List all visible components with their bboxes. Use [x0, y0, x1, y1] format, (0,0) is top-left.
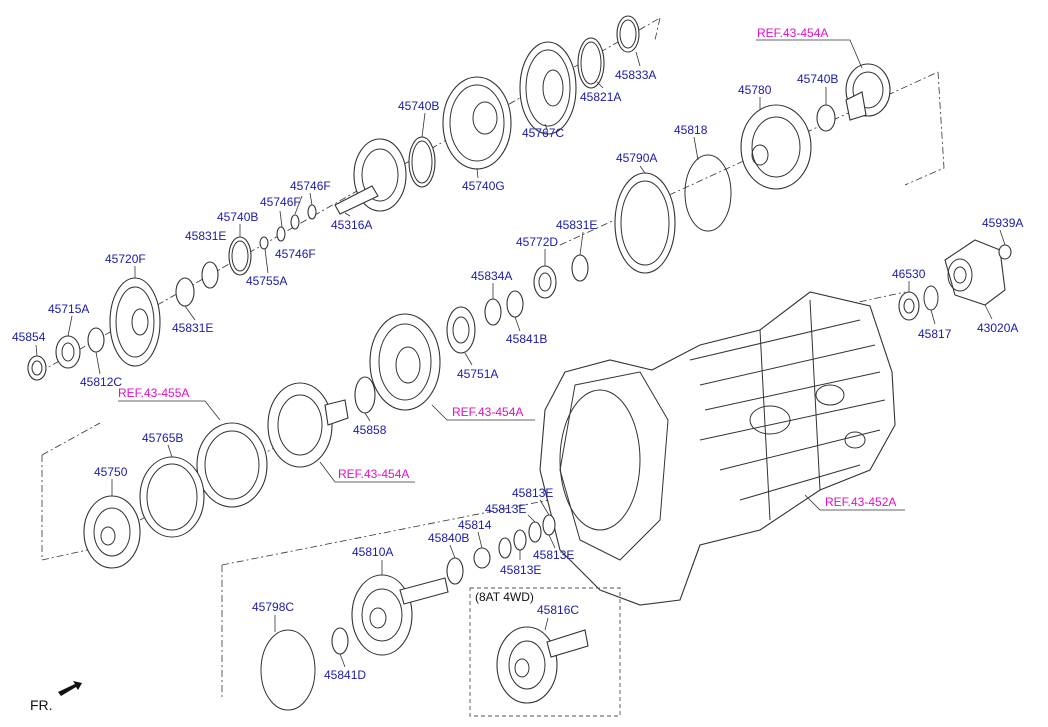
label-45833A: 45833A — [615, 68, 656, 82]
front-arrow-icon — [58, 681, 82, 696]
part-labels: 45833A 45821A 45767C 45740G 45740B 45316… — [12, 68, 1023, 682]
nut-45939A — [998, 244, 1012, 260]
ref-label-center: REF.43-454A — [452, 405, 523, 419]
gear-45751A — [446, 306, 476, 354]
label-45790A: 45790A — [616, 151, 657, 165]
bearing-46530 — [898, 291, 920, 321]
ring-45817 — [923, 285, 939, 311]
ring-45841D — [331, 627, 349, 655]
ring-45840B — [446, 557, 464, 585]
label-45798C: 45798C — [252, 600, 294, 614]
transmission-case — [539, 291, 896, 606]
ring-45740B-right — [816, 104, 836, 132]
label-45813E-4: 45813E — [533, 548, 574, 562]
label-46530: 46530 — [892, 267, 926, 281]
label-45831E-left-bot: 45831E — [172, 321, 213, 335]
variant-note: (8AT 4WD) — [475, 590, 534, 604]
label-45780: 45780 — [738, 83, 772, 97]
gear-top-right — [845, 63, 891, 121]
label-45740G: 45740G — [462, 179, 505, 193]
clutch-pack-ref-left — [196, 422, 268, 508]
label-45841B: 45841B — [506, 332, 547, 346]
gear-shaft-45810A — [351, 574, 449, 656]
label-45740B-top: 45740B — [398, 99, 439, 113]
reference-leaders — [118, 39, 905, 511]
label-45740B-mid: 45740B — [217, 210, 258, 224]
label-45858: 45858 — [353, 423, 387, 437]
ref-label-case: REF.43-452A — [825, 495, 896, 509]
gear-45720F — [109, 277, 161, 367]
label-45750: 45750 — [94, 465, 128, 479]
ring-45765B — [139, 456, 205, 538]
drum-45740G — [442, 76, 512, 170]
label-45765B: 45765B — [142, 431, 183, 445]
shaft-45316A — [334, 138, 407, 215]
variant-box-8at-4wd — [469, 587, 621, 717]
ring-45858 — [354, 376, 376, 414]
planet-45750 — [83, 495, 141, 569]
label-45814: 45814 — [458, 518, 492, 532]
ref-label-left: REF.43-455A — [118, 386, 189, 400]
label-45715A: 45715A — [48, 302, 89, 316]
label-45316A: 45316A — [331, 218, 372, 232]
snap-ring-45821A — [577, 37, 605, 89]
label-45831E-mid: 45831E — [556, 218, 597, 232]
label-45840B: 45840B — [428, 531, 469, 545]
label-45813E-1: 45813E — [512, 486, 553, 500]
snap-ring-45818 — [684, 154, 732, 232]
label-45854: 45854 — [12, 330, 46, 344]
clutch-disc-45767C — [519, 41, 577, 135]
label-45810A: 45810A — [352, 545, 393, 559]
label-45817: 45817 — [918, 327, 952, 341]
label-45821A: 45821A — [580, 90, 621, 104]
ring-45831E-left-bot — [175, 277, 195, 307]
bearing-45814 — [473, 547, 491, 569]
label-45740B-right: 45740B — [797, 72, 838, 86]
snap-ring-45798C — [260, 629, 316, 711]
ring-45740B-mid — [228, 236, 252, 276]
rings-45813E — [498, 514, 556, 559]
label-45767C: 45767C — [522, 126, 564, 140]
ref-label-drum: REF.43-454A — [338, 467, 409, 481]
drum-ref-center — [369, 313, 441, 411]
carrier-45780 — [740, 104, 812, 190]
label-43020A: 43020A — [977, 321, 1018, 335]
label-45755A: 45755A — [246, 274, 287, 288]
ring-45831E-left-top — [201, 261, 219, 289]
bearing-45715A — [55, 335, 81, 369]
ring-45740B-top — [408, 136, 436, 188]
label-45831E-left-top: 45831E — [185, 229, 226, 243]
ref-label-top-right: REF.43-454A — [757, 26, 828, 40]
label-45812C: 45812C — [80, 375, 122, 389]
label-45746F-3: 45746F — [275, 247, 316, 261]
label-45818: 45818 — [674, 123, 708, 137]
label-45813E-3: 45813E — [500, 563, 541, 577]
label-45816C: 45816C — [537, 603, 579, 617]
label-45751A: 45751A — [457, 367, 498, 381]
label-45841D: 45841D — [324, 668, 366, 682]
washer-45854 — [27, 355, 47, 381]
snap-ring-45833A — [616, 15, 640, 53]
ring-45812C — [87, 327, 105, 353]
label-45772D: 45772D — [516, 235, 558, 249]
flange-43020A — [944, 239, 1006, 306]
ring-45834A — [484, 298, 502, 326]
ring-45841B — [506, 290, 524, 318]
label-45939A: 45939A — [982, 216, 1023, 230]
hub-ref-drum — [267, 382, 349, 468]
label-45746F-1: 45746F — [290, 179, 331, 193]
small-rings-45746F — [259, 204, 317, 250]
label-45813E-2: 45813E — [485, 502, 526, 516]
gear-45772D — [533, 265, 557, 299]
reference-labels: REF.43-454A REF.43-455A REF.43-454A REF.… — [118, 26, 896, 509]
label-45746F-2: 45746F — [260, 195, 301, 209]
label-45834A: 45834A — [471, 269, 512, 283]
label-45720F: 45720F — [105, 252, 146, 266]
ring-gear-45790A — [614, 172, 676, 274]
leader-lines — [35, 51, 1006, 668]
front-indicator-label: FR. — [30, 697, 53, 713]
ring-45831E-mid — [571, 254, 589, 282]
